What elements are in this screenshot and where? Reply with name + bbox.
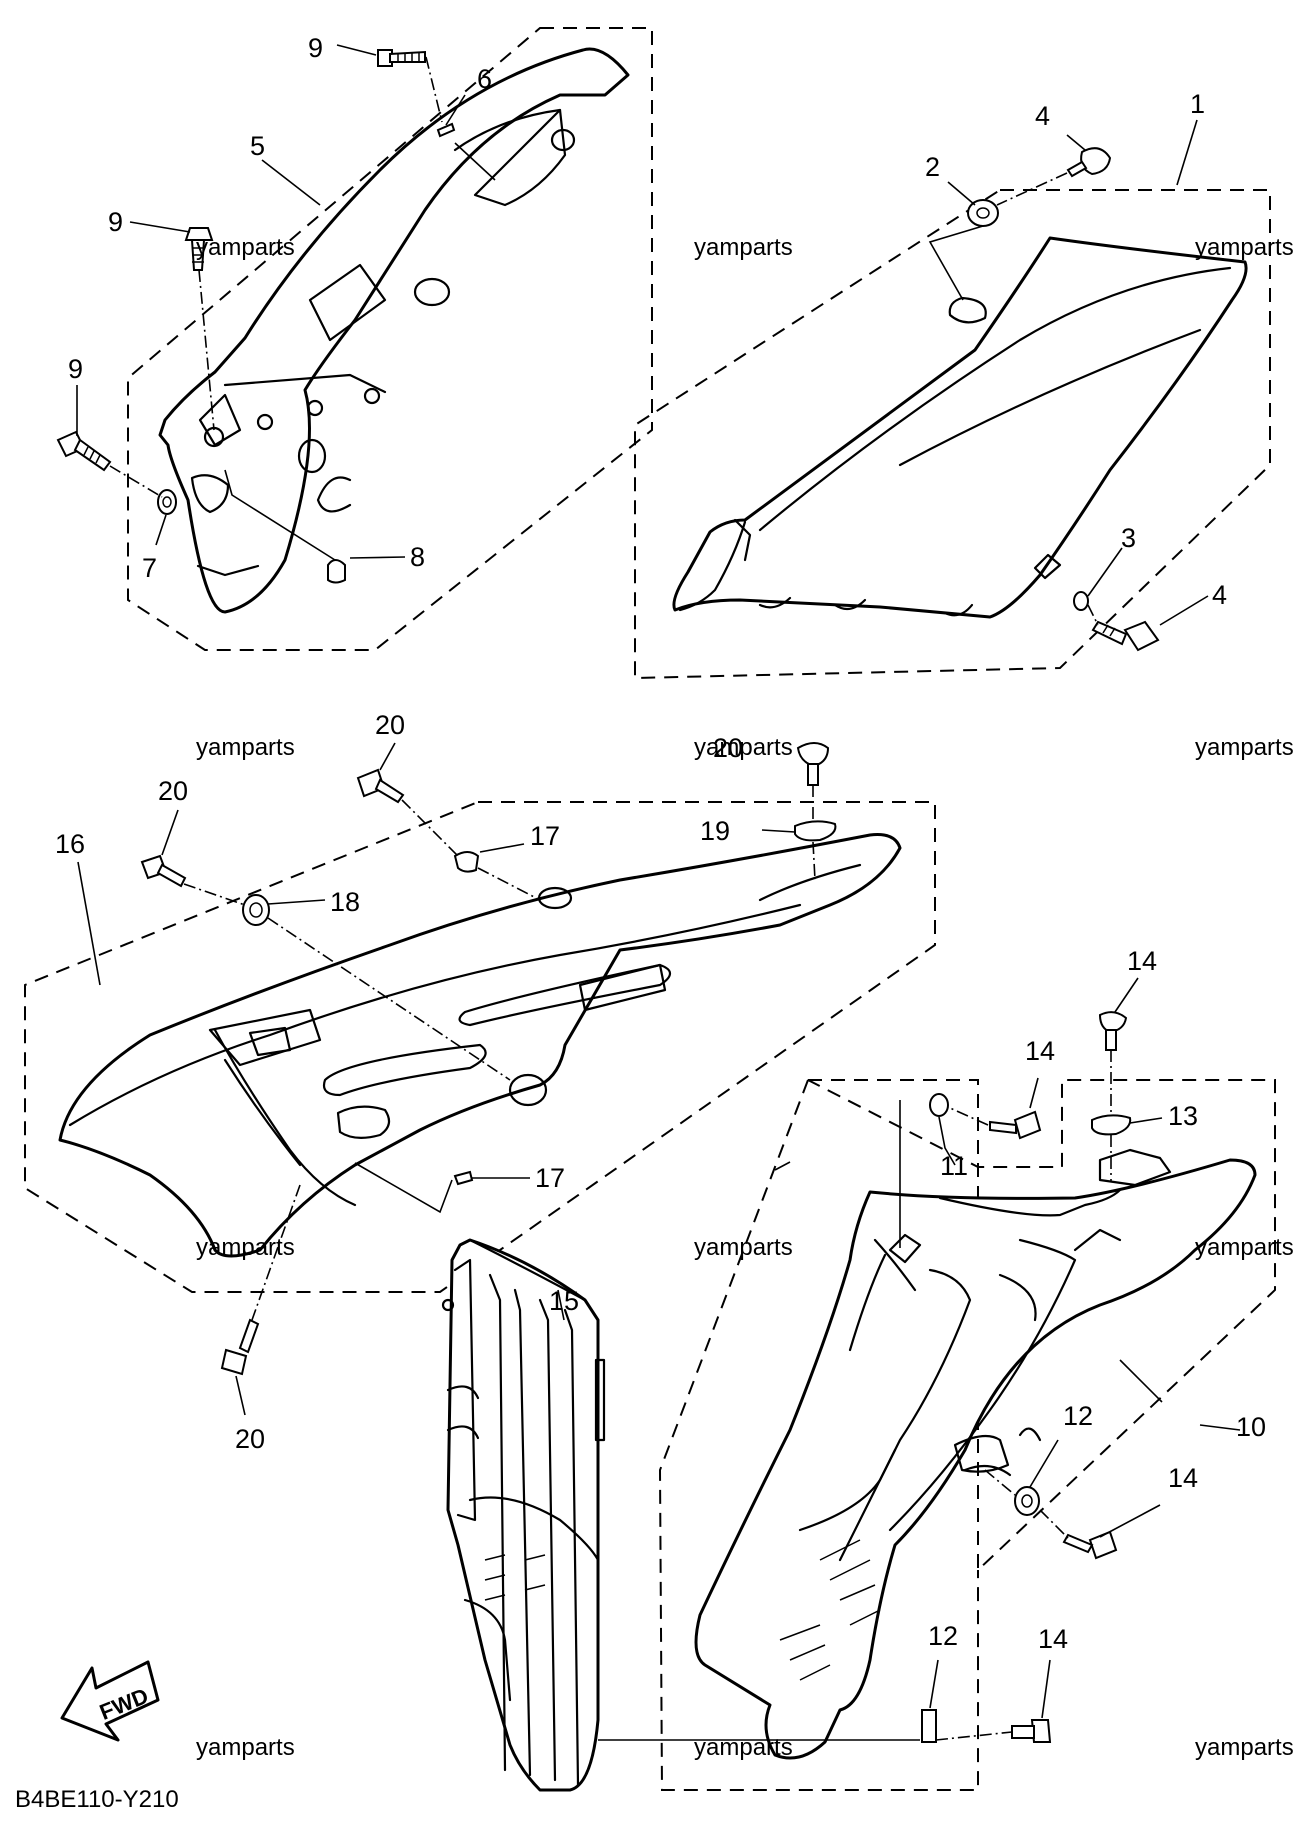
callout-19: 19	[700, 816, 730, 846]
callout-3: 3	[1121, 523, 1136, 553]
callout-14-top-right: 14	[1127, 946, 1157, 976]
callout-17-bottom: 17	[535, 1163, 565, 1193]
watermarks: yamparts yamparts yamparts yamparts yamp…	[196, 234, 1294, 1761]
group-outline-1	[634, 189, 1271, 680]
watermark-text: yamparts	[196, 234, 295, 261]
callout-8: 8	[410, 542, 425, 572]
watermark-text: yamparts	[1195, 234, 1294, 261]
watermark-text: yamparts	[694, 1734, 793, 1761]
callout-2: 2	[925, 152, 940, 182]
bolt-icon	[1098, 1011, 1128, 1051]
watermark-text: yamparts	[1195, 734, 1294, 761]
washer-icon	[157, 489, 177, 515]
watermark-text: yamparts	[694, 734, 793, 761]
callout-5: 5	[250, 131, 265, 161]
callout-4-lower: 4	[1212, 580, 1227, 610]
callout-11: 11	[940, 1151, 968, 1181]
group-outline-16	[24, 801, 936, 1293]
washer-icon	[794, 820, 837, 842]
callout-15: 15	[549, 1286, 579, 1316]
washer-icon	[1014, 1486, 1040, 1516]
callout-16: 16	[55, 829, 85, 859]
callout-10: 10	[1236, 1412, 1266, 1442]
part-15-radiator-louver	[441, 1238, 606, 1792]
washer-icon	[1091, 1114, 1132, 1136]
callout-14-bottom: 14	[1038, 1624, 1068, 1654]
bolt-icon	[1091, 620, 1160, 652]
callout-12-bottom: 12	[928, 1621, 958, 1651]
group-outline-10-lower	[658, 1079, 979, 1791]
callout-14-right: 14	[1168, 1463, 1198, 1493]
group-outline-5	[127, 27, 653, 651]
washer-icon	[436, 122, 456, 138]
bolt-icon	[1062, 1530, 1118, 1560]
callout-18: 18	[330, 887, 360, 917]
bolt-icon	[377, 49, 426, 67]
watermark-text: yamparts	[694, 1234, 793, 1261]
bolt-icon	[356, 768, 405, 804]
part-1-side-cover	[672, 236, 1248, 619]
watermark-text: yamparts	[196, 734, 295, 761]
callouts: 9 6 5 9 9 7 8 4 1 2 3 4 20 20 20 16 17 1…	[55, 33, 1266, 1654]
grommet-icon	[921, 1709, 937, 1743]
callout-4-top: 4	[1035, 101, 1050, 131]
callout-6: 6	[477, 64, 492, 94]
callout-14-middle: 14	[1025, 1036, 1055, 1066]
part-16-side-cover	[58, 833, 902, 1258]
part-5-side-cover-inner	[158, 47, 630, 614]
part-10-radiator-shroud	[694, 1148, 1257, 1760]
grommet-icon	[242, 894, 270, 926]
diagram-code: B4BE110-Y210	[15, 1786, 179, 1813]
grommet-icon	[327, 559, 346, 584]
bolt-icon	[184, 227, 214, 271]
callout-13: 13	[1168, 1101, 1198, 1131]
callout-7: 7	[142, 553, 157, 583]
callout-20-bottom: 20	[235, 1424, 265, 1454]
callout-9-middle: 9	[108, 207, 123, 237]
callout-20-top-center: 20	[375, 710, 405, 740]
grommet-icon	[453, 1170, 474, 1186]
watermark-text: yamparts	[1195, 1734, 1294, 1761]
callout-12-right: 12	[1063, 1401, 1093, 1431]
watermark-text: yamparts	[1195, 1234, 1294, 1261]
bolt-icon	[1066, 147, 1112, 178]
washer-icon	[1073, 591, 1089, 611]
callout-9-top: 9	[308, 33, 323, 63]
grommet-icon	[453, 851, 480, 873]
bolt-icon	[796, 742, 830, 786]
bolt-icon	[1011, 1719, 1052, 1743]
callout-20-top-right: 20	[713, 733, 743, 763]
watermark-text: yamparts	[694, 234, 793, 261]
bolt-icon	[140, 854, 187, 888]
callout-9-left: 9	[68, 354, 83, 384]
callout-1: 1	[1190, 89, 1205, 119]
fwd-arrow-icon: FWD	[60, 1660, 160, 1742]
bolt-icon	[989, 1110, 1042, 1140]
callout-17-top: 17	[530, 821, 560, 851]
watermark-text: yamparts	[196, 1234, 295, 1261]
bolt-icon	[220, 1318, 260, 1376]
bolt-icon	[56, 430, 112, 472]
leader-lines	[76, 44, 1241, 1741]
watermark-text: yamparts	[196, 1734, 295, 1761]
callout-20-left: 20	[158, 776, 188, 806]
fasteners	[56, 49, 1160, 1743]
washer-icon	[929, 1093, 949, 1117]
